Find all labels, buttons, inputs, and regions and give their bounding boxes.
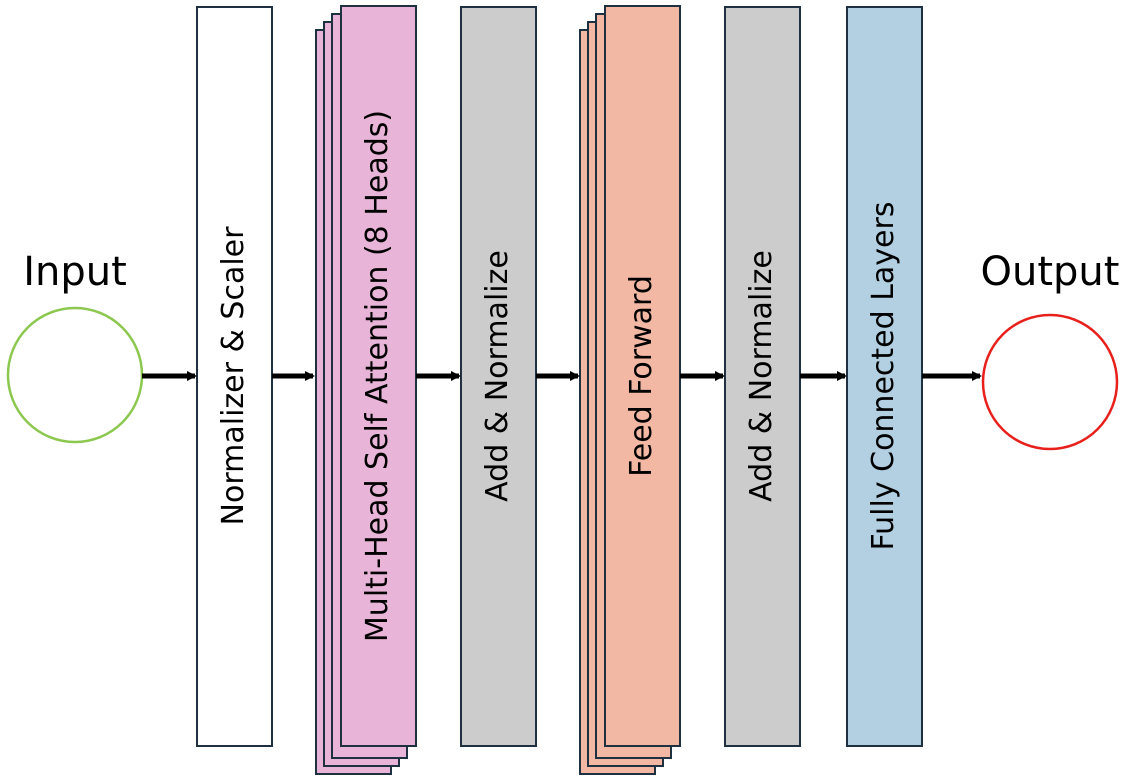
block-multi-head-attention-label: Multi-Head Self Attention (8 Heads) xyxy=(360,110,395,642)
block-multi-head-attention-box xyxy=(340,5,417,747)
input-label: Input xyxy=(23,249,127,295)
block-add-normalize-2-label: Add & Normalize xyxy=(744,250,779,502)
block-feed-forward-box xyxy=(604,5,681,747)
output-label: Output xyxy=(981,249,1120,295)
block-add-normalize-1-box xyxy=(460,6,537,747)
block-multi-head-attention: Multi-Head Self Attention (8 Heads) xyxy=(315,5,417,775)
block-add-normalize-2: Add & Normalize xyxy=(724,6,801,747)
block-feed-forward-label: Feed Forward xyxy=(624,275,659,477)
block-fully-connected: Fully Connected Layers xyxy=(846,6,923,747)
output-node xyxy=(981,313,1119,451)
block-add-normalize-1: Add & Normalize xyxy=(460,6,537,747)
block-fully-connected-box xyxy=(846,6,923,747)
input-node xyxy=(6,306,144,444)
block-add-normalize-1-label: Add & Normalize xyxy=(480,250,515,502)
block-normalizer-scaler: Normalizer & Scaler xyxy=(196,6,273,747)
block-feed-forward: Feed Forward xyxy=(579,5,681,775)
block-normalizer-scaler-box xyxy=(196,6,273,747)
block-fully-connected-label: Fully Connected Layers xyxy=(866,202,901,551)
block-normalizer-scaler-label: Normalizer & Scaler xyxy=(216,226,251,526)
